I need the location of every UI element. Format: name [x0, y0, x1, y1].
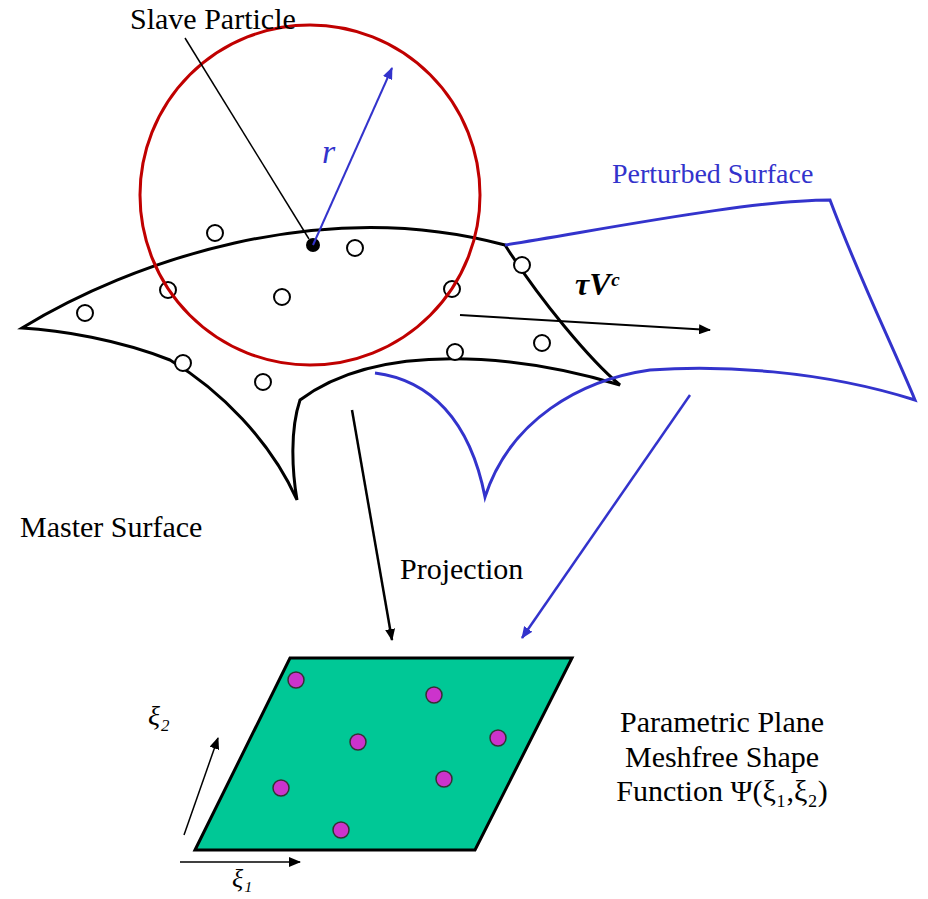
- velocity-label: τVᶜ: [575, 266, 619, 303]
- perturbed-surface: [375, 200, 915, 497]
- xi1-label: ξ₁: [232, 864, 252, 894]
- parametric-plane: [195, 658, 572, 850]
- parametric-plane-label: Parametric Plane Meshfree Shape Function…: [592, 705, 852, 809]
- projection-arrow: [352, 410, 392, 640]
- radius-label: r: [322, 132, 335, 171]
- support-circle: [140, 25, 480, 365]
- projection-label: Projection: [400, 552, 523, 587]
- xi2-label: ξ₂: [148, 700, 170, 732]
- perturbed-projection-arrow: [522, 395, 690, 638]
- leader-line: [185, 38, 309, 239]
- master-surface-label: Master Surface: [20, 510, 202, 545]
- radius-arrow: [313, 68, 392, 245]
- parametric-points: [273, 672, 506, 838]
- slave-particle-label: Slave Particle: [130, 2, 296, 37]
- xi2-axis-arrow: [184, 738, 218, 835]
- perturbed-surface-label: Perturbed Surface: [612, 158, 813, 190]
- xi1-axis-arrow: [180, 861, 300, 863]
- velocity-arrow: [460, 315, 710, 330]
